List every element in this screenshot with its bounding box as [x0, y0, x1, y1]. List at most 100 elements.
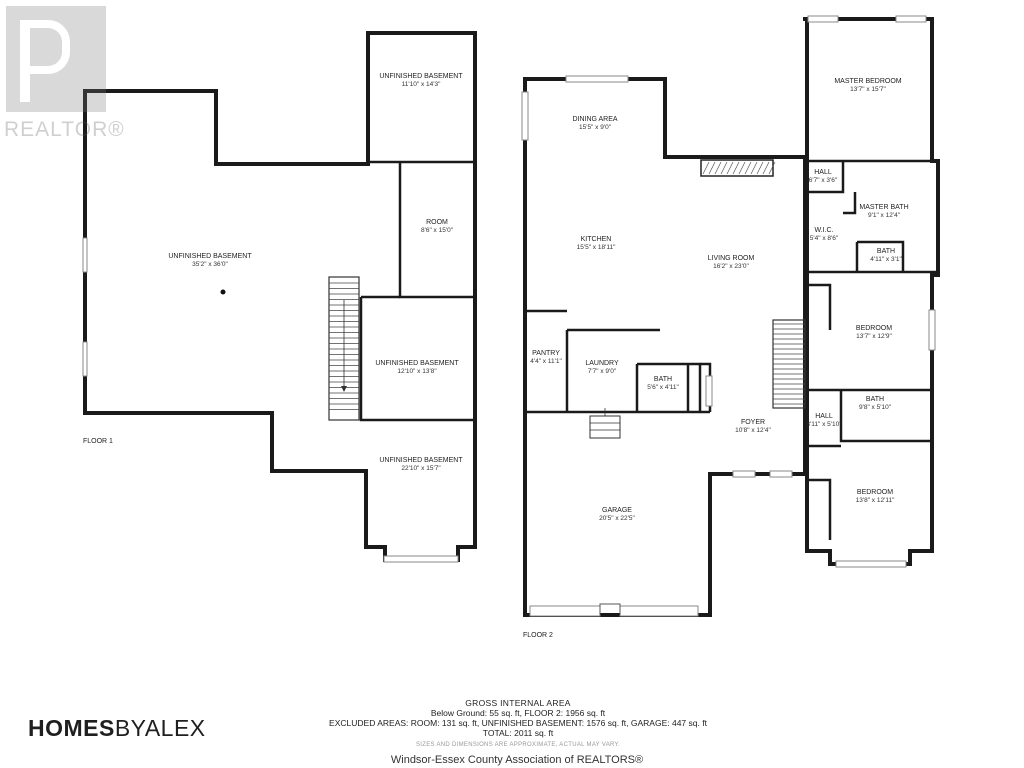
room-name: LIVING ROOM — [708, 255, 755, 262]
floor-1-plan: UNFINISHED BASEMENT 35'2" x 36'0" UNFINI… — [82, 31, 477, 563]
room-dims: 16'2" x 23'0" — [713, 263, 749, 270]
room-dims: 20'5" x 22'5" — [599, 515, 635, 522]
room-dims: 5'4" x 8'6" — [810, 235, 839, 242]
garage-door-jamb — [599, 603, 621, 615]
room-name: HALL — [814, 169, 832, 176]
closet-wall — [807, 478, 832, 540]
room-name: PANTRY — [532, 350, 560, 357]
window-icon — [895, 15, 927, 23]
garage-door — [619, 605, 699, 617]
area-line-below-ground: Below Ground: 55 sq. ft, FLOOR 2: 1956 s… — [430, 708, 606, 718]
area-line-excluded: EXCLUDED AREAS: ROOM: 131 sq. ft, UNFINI… — [329, 718, 707, 728]
floor-2-outer-wall — [803, 17, 940, 566]
hatch-line — [732, 161, 740, 175]
room-dims: 5'6" x 4'11" — [647, 384, 679, 391]
window-icon — [82, 341, 88, 377]
area-line-total: TOTAL: 2011 sq. ft — [482, 728, 554, 738]
garage-door — [529, 605, 601, 617]
post-marker — [220, 289, 226, 295]
room-name: BATH — [877, 248, 895, 255]
hatch-line — [768, 161, 776, 175]
room-dims: 6'7" x 3'6" — [809, 177, 838, 184]
brand-part-1: HOMES — [28, 715, 115, 741]
floor-2-plan: DINING AREA 15'5" x 9'0" KITCHEN 15'5" x… — [521, 15, 940, 639]
room-name: BATH — [866, 396, 884, 403]
room-dims: 11'10" x 14'3" — [402, 81, 441, 88]
area-title: GROSS INTERNAL AREA — [465, 698, 571, 708]
gross-internal-area: GROSS INTERNAL AREA Below Ground: 55 sq.… — [230, 698, 806, 750]
realtor-r-icon — [6, 6, 106, 112]
room-dims: 9'8" x 5'10" — [859, 404, 892, 411]
room-dims: 35'2" x 36'0" — [192, 261, 228, 268]
window-icon — [383, 555, 459, 563]
window-icon — [807, 15, 839, 23]
window-icon — [82, 237, 88, 273]
hatch-line — [744, 161, 752, 175]
room-dims: 15'5" x 18'11" — [577, 244, 616, 251]
hatch-line — [762, 161, 770, 175]
window-icon — [928, 309, 936, 351]
room-dims: 12'10" x 13'8" — [397, 368, 437, 375]
room-name: HALL — [815, 413, 833, 420]
brand-part-2: BYALEX — [114, 715, 206, 741]
hatch-line — [720, 161, 728, 175]
room-dims: 15'5" x 9'0" — [579, 124, 612, 131]
window-icon — [769, 470, 793, 478]
room-name: UNFINISHED BASEMENT — [379, 457, 463, 464]
window-icon — [835, 560, 907, 568]
room-name: KITCHEN — [581, 236, 612, 243]
brand-logo: HOMESBYALEX — [28, 715, 206, 742]
floor-2-outer-wall — [523, 77, 807, 617]
bath-mid-wall — [839, 390, 932, 443]
floor-label: FLOOR 1 — [83, 438, 113, 445]
room-name: FOYER — [741, 419, 765, 426]
closet-wall — [807, 283, 832, 330]
hatch-line — [714, 161, 722, 175]
fireplace-hatch — [702, 161, 776, 175]
hall-wall — [807, 161, 845, 194]
room-name: MASTER BEDROOM — [834, 78, 901, 85]
room-dims: 13'8" x 12'11" — [856, 497, 895, 504]
room-name: BEDROOM — [856, 325, 892, 332]
hatch-line — [708, 161, 716, 175]
room-dims: 9'1" x 12'4" — [868, 212, 901, 219]
room-name: W.I.C. — [814, 227, 833, 234]
room-name: MASTER BATH — [859, 204, 908, 211]
window-icon — [732, 470, 756, 478]
floor-1-outer-wall — [83, 31, 477, 562]
room-dims: 4'11" x 3'1" — [870, 256, 902, 263]
floor-1-room-wall — [359, 297, 475, 422]
master-bath-wall — [843, 192, 857, 215]
room-dims: 4'4" x 11'1" — [530, 358, 562, 365]
room-dims: 8'6" x 15'0" — [421, 227, 454, 234]
fireplace — [700, 159, 774, 177]
hatch-line — [726, 161, 734, 175]
room-dims: 7'7" x 9'0" — [588, 368, 617, 375]
hatch-line — [738, 161, 746, 175]
disclaimer: SIZES AND DIMENSIONS ARE APPROXIMATE, AC… — [415, 742, 621, 748]
hatch-line — [756, 161, 764, 175]
room-name: UNFINISHED BASEMENT — [168, 253, 252, 260]
floor-1-stairs — [328, 276, 360, 421]
room-name: UNFINISHED BASEMENT — [375, 360, 459, 367]
window-icon — [705, 375, 713, 407]
window-icon — [521, 91, 529, 141]
room-dims: 22'10" x 15'7" — [401, 465, 441, 472]
garage-steps — [589, 408, 621, 439]
room-name: ROOM — [426, 219, 448, 226]
room-dims: 3'11" x 5'10" — [806, 421, 842, 428]
room-name: UNFINISHED BASEMENT — [379, 73, 463, 80]
room-dims: 13'7" x 12'9" — [856, 333, 892, 340]
realtor-watermark-text: REALTOR® — [4, 118, 125, 141]
floor-label: FLOOR 2 — [523, 632, 553, 639]
room-dims: 13'7" x 15'7" — [850, 86, 886, 93]
room-name: DINING AREA — [572, 116, 617, 123]
room-name: BEDROOM — [857, 489, 893, 496]
room-name: BATH — [654, 376, 672, 383]
wc-wall — [857, 240, 905, 272]
credit-bar: Windsor-Essex County Association of REAL… — [352, 752, 682, 768]
room-dims: 10'8" x 12'4" — [735, 427, 771, 434]
floor-2-stairs — [772, 319, 806, 409]
room-name: GARAGE — [602, 507, 632, 514]
